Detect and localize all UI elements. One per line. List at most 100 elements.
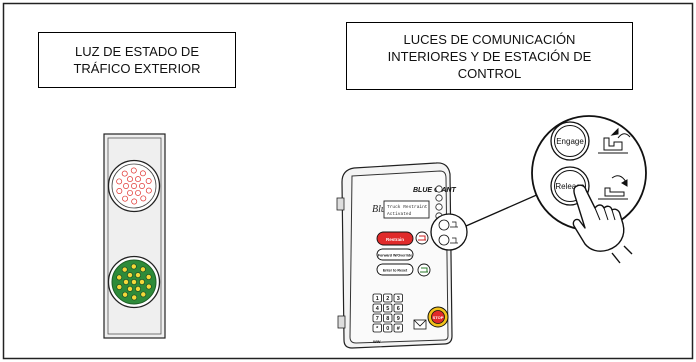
led — [140, 291, 147, 298]
brand-logo: BLUE GIANT — [413, 187, 457, 194]
hand-pointer-icon — [572, 184, 633, 264]
led — [121, 266, 128, 273]
dock-glyph-green — [420, 267, 428, 273]
keypad-key-label: 3 — [397, 296, 400, 302]
envelope-icon — [413, 319, 427, 330]
keypad-key[interactable] — [383, 323, 393, 333]
led — [127, 285, 133, 292]
restrain-button[interactable] — [376, 231, 414, 246]
led — [123, 183, 129, 189]
lock-release-icon — [598, 175, 628, 200]
stop-button-label: STOP — [433, 315, 444, 320]
led — [139, 170, 146, 177]
traffic-light — [103, 133, 166, 339]
keypad-key-label: 6 — [397, 306, 400, 312]
label-interior-lights: LUCES DE COMUNICACIÓN INTERIORES Y DE ES… — [346, 22, 633, 90]
led — [140, 195, 147, 202]
led — [131, 183, 137, 189]
label-exterior-line-2: TRÁFICO EXTERIOR — [73, 61, 201, 76]
keypad-key[interactable] — [383, 303, 393, 313]
led — [145, 283, 152, 290]
mini-release-button[interactable] — [438, 234, 450, 246]
keypad-key[interactable] — [372, 323, 382, 333]
led — [127, 272, 133, 279]
lcd-line-2: Activated — [387, 211, 412, 217]
indicator-2[interactable] — [435, 194, 443, 202]
keypad-key-label: * — [376, 326, 379, 332]
lcd-display — [383, 200, 430, 219]
led — [121, 170, 128, 177]
control-station: Blue Giant BLUE GIANT Truck Restraint Ac… — [336, 162, 468, 349]
keypad-key-label: 7 — [376, 316, 379, 322]
red-lamp — [107, 159, 161, 213]
dock-icon-green — [417, 263, 431, 277]
led — [116, 274, 123, 281]
label-interior-line-3: CONTROL — [457, 65, 522, 81]
label-interior-line-2: INTERIORES Y DE ESTACIÓN DE — [387, 48, 592, 64]
dock-glyph-red — [418, 235, 426, 241]
lcd-line-1: Truck Restraint — [387, 204, 428, 210]
engage-button[interactable] — [554, 125, 586, 157]
led — [139, 279, 145, 285]
keypad-key-label: 4 — [376, 306, 380, 312]
led — [130, 167, 137, 174]
led — [131, 198, 138, 205]
keypad-key-label: # — [397, 326, 400, 332]
label-exterior-line-1: LUZ DE ESTADO DE — [74, 44, 199, 59]
zoom-connector — [465, 189, 549, 227]
led — [130, 263, 137, 270]
label-exterior-traffic-light: LUZ DE ESTADO DE TRÁFICO EXTERIOR — [38, 32, 236, 88]
led — [131, 294, 138, 301]
keypad-key[interactable] — [393, 323, 403, 333]
led — [145, 274, 152, 280]
hinge-bottom — [337, 315, 346, 329]
keypad-key[interactable] — [372, 293, 382, 303]
led — [122, 291, 129, 298]
keypad-key-label: 0 — [386, 326, 389, 332]
keypad-key[interactable] — [383, 313, 393, 323]
panel-footer-text: WW — [373, 339, 381, 344]
led — [135, 189, 141, 196]
indicator-1[interactable] — [435, 185, 443, 193]
keypad-key[interactable] — [393, 313, 403, 323]
label-interior-line-1: LUCES DE COMUNICACIÓN — [403, 31, 576, 47]
led — [127, 176, 133, 183]
traffic-light-inner-frame — [107, 137, 162, 335]
led — [131, 279, 137, 285]
indicator-3[interactable] — [435, 203, 443, 211]
led — [116, 284, 123, 290]
zoom-detail: Engage Release — [531, 115, 647, 264]
keypad-key-label: 9 — [397, 316, 400, 322]
led — [135, 285, 141, 292]
keypad-key[interactable] — [393, 303, 403, 313]
led — [127, 189, 133, 196]
release-button-label: Release — [555, 182, 585, 191]
keypad-key-label: 1 — [376, 296, 379, 302]
mini-release-glyph — [450, 237, 458, 244]
green-led-array — [116, 263, 152, 301]
mini-engage-button[interactable] — [438, 219, 450, 231]
keypad-key[interactable] — [372, 313, 382, 323]
stop-button[interactable] — [431, 310, 445, 324]
led — [122, 195, 129, 202]
led — [116, 188, 123, 194]
keypad-key[interactable] — [383, 293, 393, 303]
led — [123, 279, 129, 285]
hinge-top — [336, 197, 345, 211]
forward-override-label: Forward W/Override — [378, 254, 412, 258]
keypad-key-label: 5 — [386, 306, 389, 312]
mini-engage-glyph — [450, 221, 458, 228]
led — [116, 178, 123, 185]
enter-reset-label: Enter to Reset — [383, 269, 408, 273]
keypad-key[interactable] — [372, 303, 382, 313]
enter-reset-button[interactable] — [376, 263, 414, 276]
green-lamp — [107, 255, 161, 309]
forward-override-button[interactable] — [376, 248, 414, 261]
restrain-button-label: Restrain — [386, 237, 404, 242]
led — [145, 178, 152, 184]
keypad-key[interactable] — [393, 293, 403, 303]
led — [139, 266, 146, 273]
lock-engage-icon — [598, 127, 631, 154]
